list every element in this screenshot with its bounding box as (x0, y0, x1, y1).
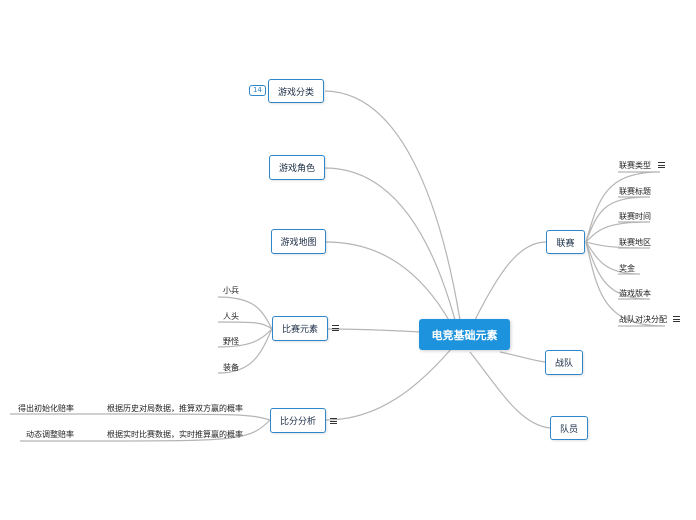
leaf-score-detail-2[interactable]: 根据实时比赛数据，实时推算赢的概率 (107, 430, 243, 439)
leaf-league-5[interactable]: 奖金 (619, 264, 635, 273)
node-game-map[interactable]: 游戏地图 (271, 229, 326, 254)
leaf-match-item-3[interactable]: 野怪 (223, 337, 239, 346)
link-leaf-2 (217, 321, 273, 330)
link-league-7 (585, 241, 666, 327)
link-game-role (324, 167, 456, 321)
league-type-menu-icon[interactable] (658, 162, 665, 168)
link-match-elements (327, 328, 421, 333)
leaf-score-detail-1[interactable]: 根据历史对局数据，推算双方赢的概率 (107, 404, 243, 413)
game-category-count-badge: 14 (249, 85, 266, 96)
link-team (499, 351, 546, 363)
link-league-5 (585, 241, 641, 275)
node-score-analysis[interactable]: 比分分析 (270, 408, 326, 433)
link-player (469, 351, 551, 429)
leaf-league-6[interactable]: 游戏版本 (619, 289, 651, 298)
leaf-league-2[interactable]: 联赛标题 (619, 187, 651, 196)
leaf-match-item-2[interactable]: 人头 (223, 312, 239, 321)
link-league-1 (585, 171, 661, 243)
link-leaf-3 (217, 328, 273, 348)
leaf-match-item-4[interactable]: 装备 (223, 363, 239, 372)
link-game-category (324, 90, 461, 321)
central-topic[interactable]: 电竞基础元素 (419, 319, 510, 350)
node-team[interactable]: 战队 (545, 350, 583, 375)
leaf-league-3[interactable]: 联赛时间 (619, 212, 651, 221)
leaf-league-7[interactable]: 战队对决分配 (619, 315, 667, 324)
score-analysis-menu-icon[interactable] (330, 418, 337, 424)
leaf-league-4[interactable]: 联赛地区 (619, 238, 651, 247)
link-league-2 (585, 196, 651, 243)
link-league (474, 241, 547, 321)
node-match-elements[interactable]: 比赛元素 (272, 316, 328, 341)
link-game-map (325, 241, 451, 323)
match-elements-menu-icon[interactable] (332, 325, 339, 331)
leaf-league-1[interactable]: 联赛类型 (619, 161, 651, 170)
link-score-analysis (325, 347, 453, 421)
node-game-role[interactable]: 游戏角色 (269, 155, 325, 180)
leaf-score-label-1[interactable]: 得出初始化赔率 (18, 404, 74, 413)
link-league-6 (585, 241, 651, 300)
node-player[interactable]: 队员 (550, 416, 588, 440)
link-score-2 (20, 419, 271, 442)
team-allocation-menu-icon[interactable] (673, 316, 680, 322)
link-league-3 (585, 221, 651, 243)
link-leaf-1 (217, 296, 273, 330)
link-league-4 (585, 241, 651, 249)
link-leaf-4 (217, 328, 273, 374)
link-score-1 (10, 413, 271, 421)
node-game-category[interactable]: 游戏分类 (268, 79, 324, 103)
leaf-score-label-2[interactable]: 动态调整赔率 (26, 430, 74, 439)
node-league[interactable]: 联赛 (546, 230, 585, 254)
leaf-match-item-1[interactable]: 小兵 (223, 286, 239, 295)
